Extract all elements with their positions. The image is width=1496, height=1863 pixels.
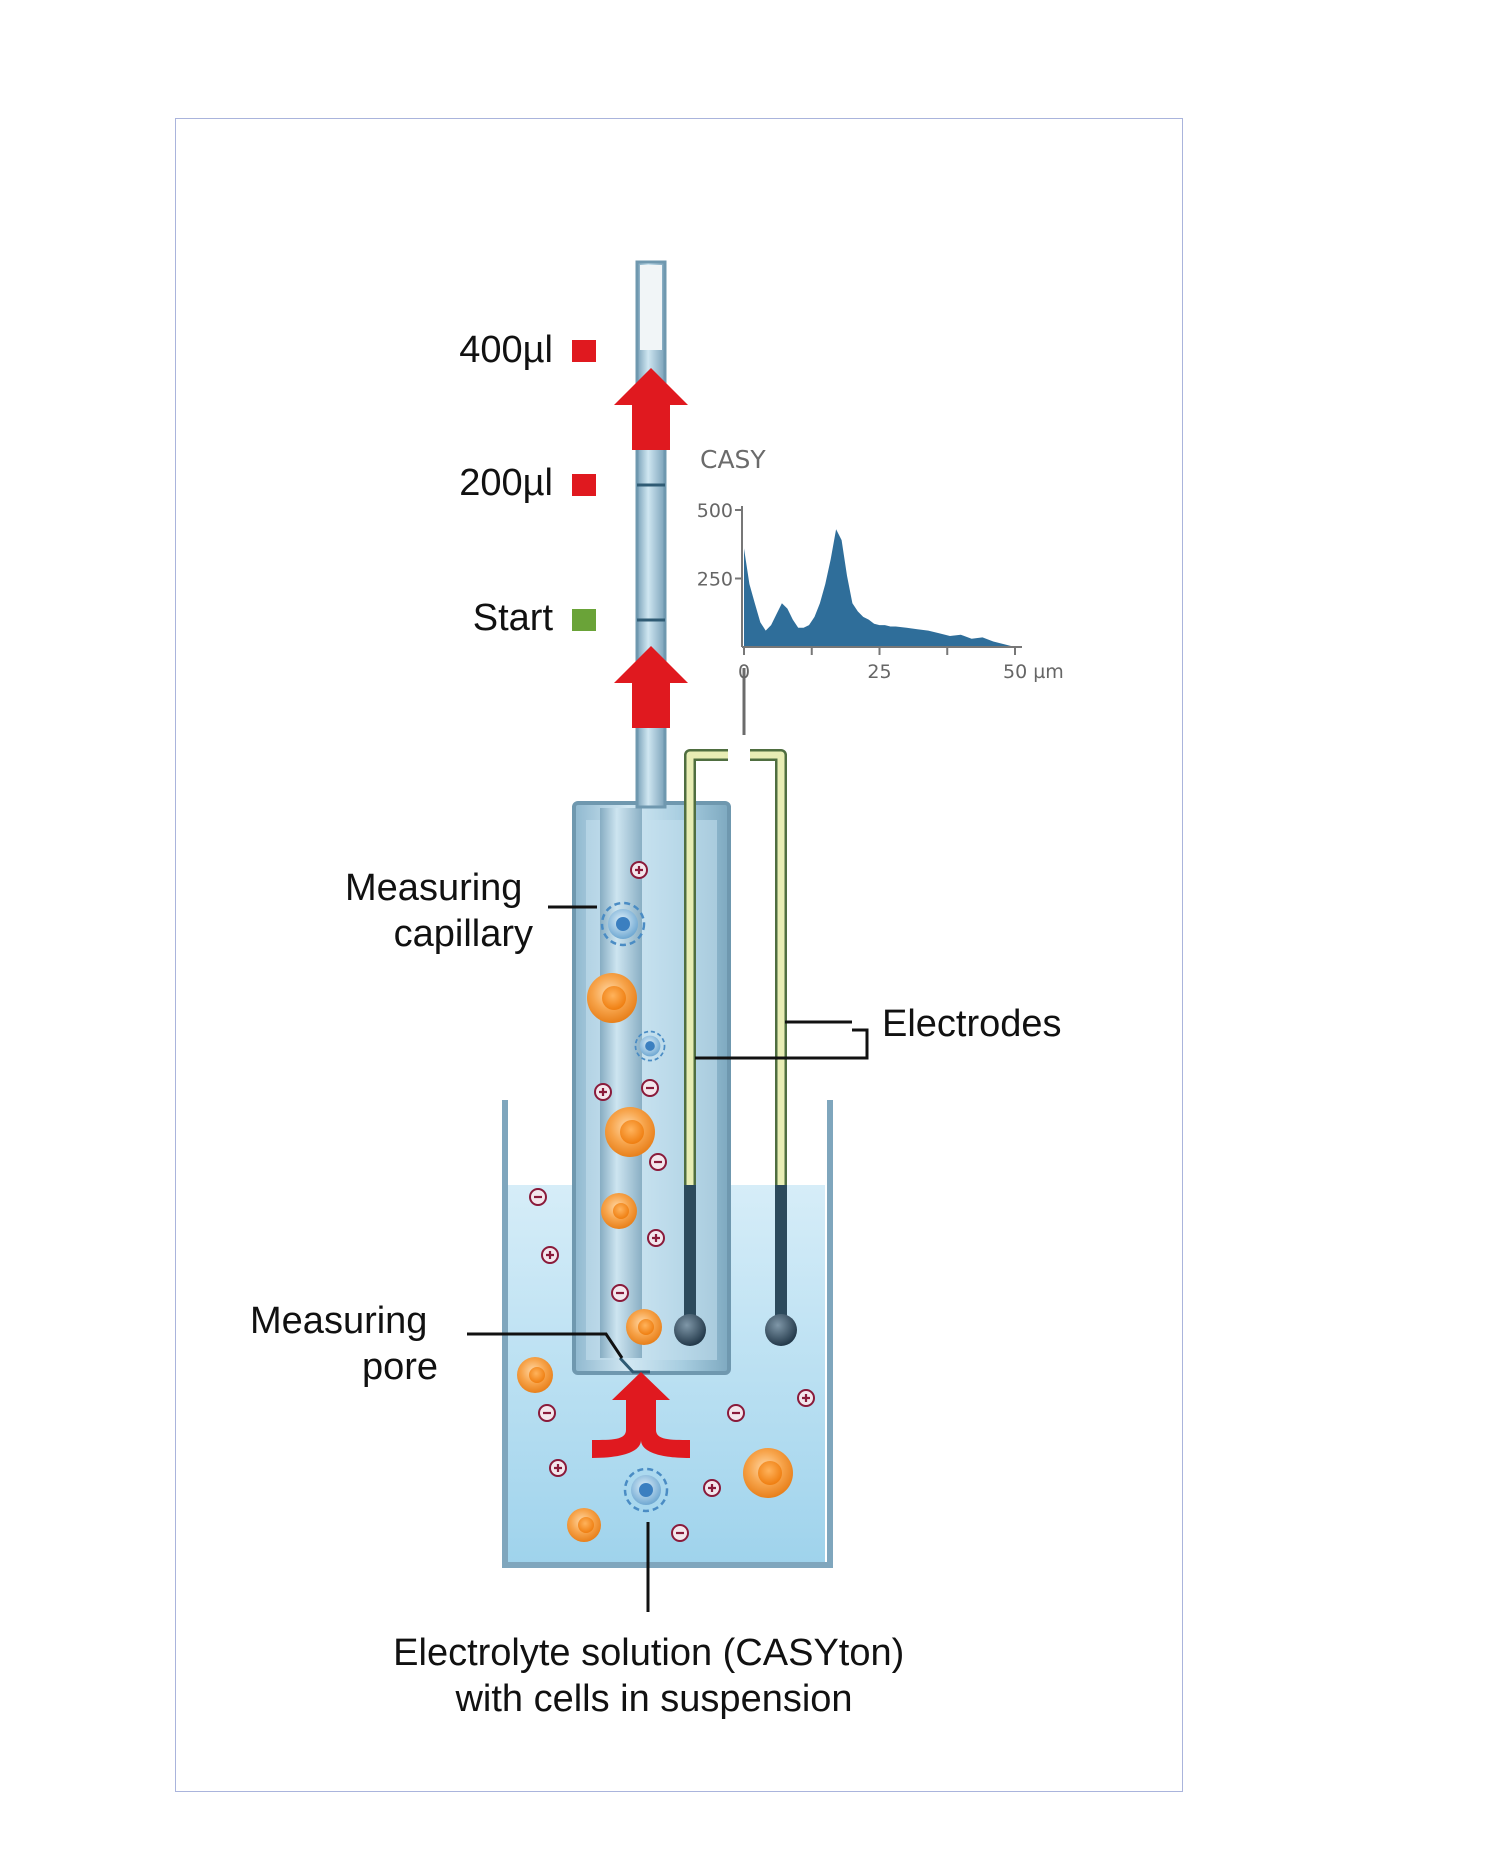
capillary-label: Measuring capillary <box>345 867 533 955</box>
electrolyte-label: Electrolyte solution (CASYton) with cell… <box>393 1632 915 1720</box>
minus-ion-icon <box>670 1523 690 1543</box>
y-tick-label: 500 <box>697 500 733 522</box>
x-tick-label: 50 µm <box>1003 661 1064 683</box>
marker-200 <box>572 474 596 496</box>
minus-ion-icon <box>528 1187 548 1207</box>
plus-ion-icon <box>646 1228 666 1248</box>
minus-ion-icon <box>610 1283 630 1303</box>
pore-label: Measuring pore <box>250 1300 438 1388</box>
minus-ion-icon <box>726 1403 746 1423</box>
marker-400 <box>572 340 596 362</box>
level-start-label: Start <box>473 597 554 639</box>
minus-ion-icon <box>537 1403 557 1423</box>
plus-ion-icon <box>629 860 649 880</box>
callout-lines <box>467 905 869 1612</box>
plus-ion-icon <box>540 1245 560 1265</box>
casy-histogram: CASY 500 250 0 25 50 µm <box>697 445 1064 683</box>
small-cell-icon <box>517 1193 662 1542</box>
electrode-outer <box>750 749 797 1346</box>
x-tick-label: 25 <box>867 661 891 683</box>
plus-ion-icon <box>702 1478 722 1498</box>
large-cell-icon <box>587 973 793 1498</box>
minus-ion-icon <box>648 1152 668 1172</box>
x-tick-label: 0 <box>738 661 750 683</box>
minus-ion-icon <box>640 1078 660 1098</box>
marker-start <box>572 609 596 631</box>
level-400-label: 400µl <box>459 329 553 371</box>
histogram-area <box>744 529 1015 647</box>
arrow-up-icon <box>614 368 688 450</box>
measuring-pore <box>618 1356 650 1374</box>
plus-ion-icon <box>796 1388 816 1408</box>
plus-ion-icon <box>593 1082 613 1102</box>
electrode-inner <box>674 749 728 1346</box>
chart-title: CASY <box>700 445 766 474</box>
plus-ion-icon <box>548 1458 568 1478</box>
y-tick-label: 250 <box>697 569 733 591</box>
electrodes-label: Electrodes <box>882 1003 1062 1045</box>
level-200-label: 200µl <box>459 462 553 504</box>
flow-arrow-icon <box>592 1372 690 1458</box>
arrow-up-icon <box>614 646 688 728</box>
